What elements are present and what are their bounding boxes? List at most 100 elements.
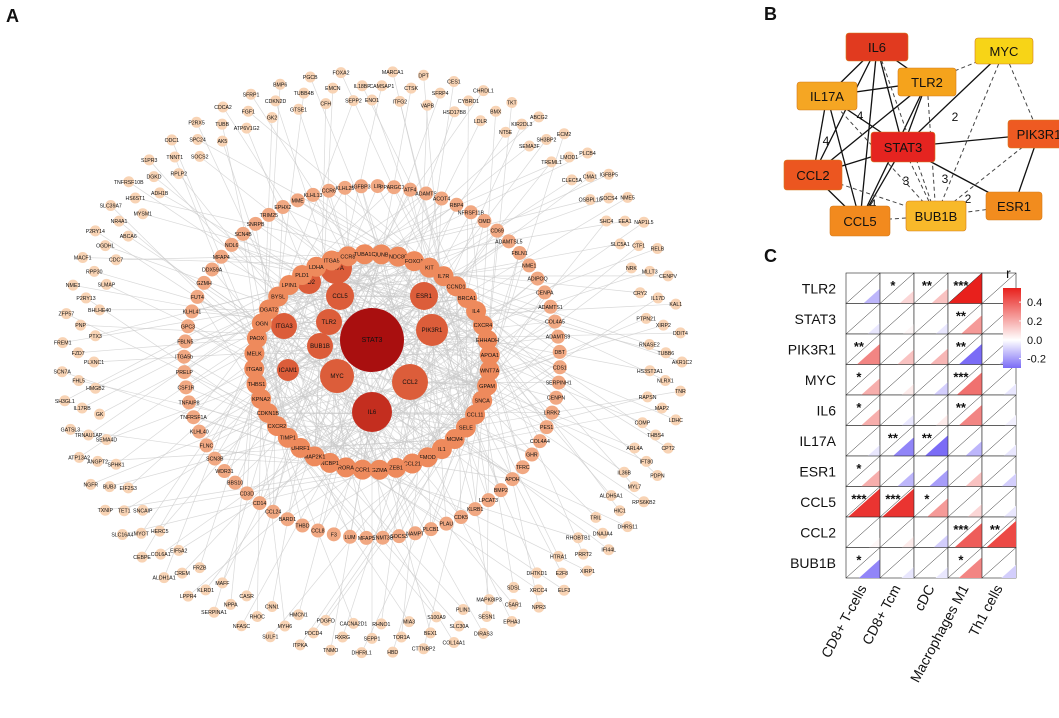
network-node-circle	[327, 82, 339, 94]
network-node-circle	[552, 360, 567, 375]
cell-diagonal	[913, 486, 949, 518]
significance-label: *	[856, 461, 862, 476]
network-node: COL14A1	[443, 636, 465, 648]
network-node-circle	[475, 115, 487, 127]
heatmap-cell: ***	[879, 486, 915, 518]
network-node-circle	[298, 87, 310, 99]
network-node: HS6ST1	[126, 192, 146, 204]
network-edge	[319, 103, 327, 347]
network-node: CAMSAP1	[369, 80, 394, 92]
network-edge	[109, 385, 488, 487]
network-node: CD69	[490, 223, 505, 238]
network-node-label: CASR	[239, 594, 254, 600]
network-node-label: BHLHE40	[88, 308, 111, 314]
network-node-circle	[224, 237, 239, 252]
cell-diagonal	[879, 394, 915, 426]
network-node-label: HS6ST1	[126, 196, 146, 202]
network-node-label: BUB3	[103, 485, 117, 491]
panel-a-network: STAT3IL6CCL2PIK3R1ESR1CCL5IL17ACD2TLR2BU…	[6, 6, 692, 659]
network-node-label: RHOC	[250, 614, 266, 620]
network-node-label: MARCA1	[382, 70, 404, 76]
ppi-node-ccl2: CCL2	[783, 159, 843, 191]
network-node-circle	[522, 258, 537, 273]
network-node-circle	[501, 234, 516, 249]
heatmap-cell: *	[845, 394, 881, 426]
heatmap-cell	[981, 303, 1017, 335]
ppi-edge-weight: 3	[942, 172, 949, 186]
cell-triangle	[867, 444, 880, 456]
network-node: SPC24	[189, 133, 206, 145]
network-node-label: RAPSN	[639, 395, 657, 401]
network-node: SULF1	[262, 631, 278, 643]
network-node-label: LDHA	[309, 265, 324, 271]
network-node: DHFRL1	[352, 647, 372, 659]
network-node: KLHL40	[190, 424, 209, 439]
network-node-label: MACF1	[74, 255, 92, 261]
network-node: CCR6	[322, 183, 336, 198]
network-node-circle	[490, 105, 502, 117]
network-node: ITGA3	[271, 313, 297, 339]
network-node-label: SOCS3	[390, 534, 408, 540]
network-node: RORA	[335, 457, 356, 478]
network-node: RAPSN	[639, 391, 657, 403]
network-node-circle	[430, 611, 442, 623]
cell-diagonal	[913, 303, 949, 335]
network-node-circle	[186, 410, 201, 425]
heatmap-cell: *	[947, 547, 983, 579]
cell-diagonal	[947, 455, 983, 487]
network-node-circle	[387, 646, 399, 658]
ppi-node-box	[974, 37, 1034, 65]
network-node-circle	[454, 509, 469, 524]
network-node-label: ITGA5b	[175, 355, 193, 361]
ppi-node-il17a: IL17A	[796, 81, 858, 111]
network-node-circle	[337, 180, 352, 195]
network-node-label: SNRPB	[247, 222, 265, 228]
network-node: CDKN2D	[265, 95, 286, 107]
network-node: MIA3	[403, 616, 415, 628]
ppi-node-label: PIK3R1	[1017, 127, 1059, 142]
network-node: ZFP57	[59, 308, 74, 320]
ppi-edge	[902, 50, 1005, 148]
cell-triangle	[882, 488, 914, 517]
network-node-circle	[242, 105, 254, 117]
heatmap-cell: *	[845, 455, 881, 487]
network-edge	[256, 383, 464, 610]
network-node: NLRX1	[657, 374, 674, 386]
network-node-label: WNT7A	[480, 369, 500, 375]
row-label: TLR2	[802, 280, 836, 296]
network-node: MYOT	[134, 527, 150, 539]
network-node-circle	[271, 313, 297, 339]
network-node-circle	[556, 567, 568, 579]
network-node-circle	[184, 304, 199, 319]
network-node-label: CLEC5A	[562, 178, 583, 184]
ppi-edge	[876, 46, 904, 148]
network-edge	[124, 297, 468, 512]
network-node-label: CDK5	[454, 515, 468, 521]
network-node-label: EIF5A2	[170, 548, 187, 554]
network-node: KAL1	[669, 298, 682, 310]
network-node-label: NAMPT	[406, 531, 425, 537]
cell-triangle	[1004, 415, 1016, 426]
network-node: TNNT1	[166, 151, 183, 163]
cell-frame	[981, 547, 1017, 579]
network-node-label: ATF4	[404, 188, 416, 194]
network-node: S1PR3	[141, 154, 157, 166]
network-node-label: SCN3B	[206, 457, 224, 463]
network-node: TUBA1C	[354, 244, 375, 265]
network-node-label: LPCAT3	[479, 498, 498, 504]
heatmap-cell: *	[913, 486, 949, 518]
network-node-label: IL6	[368, 410, 377, 416]
cell-diagonal	[947, 486, 983, 518]
network-node: KLRB1	[467, 502, 483, 517]
network-node-circle	[246, 374, 267, 395]
network-node-circle	[261, 207, 276, 222]
network-node-label: HERC5	[151, 529, 169, 535]
network-node-label: BMP2	[494, 488, 508, 494]
network-node-circle	[582, 147, 594, 159]
network-node-label: PIK3R1	[422, 328, 443, 334]
network-node-circle	[356, 80, 368, 92]
network-node-circle	[137, 208, 149, 220]
cell-frame	[981, 486, 1017, 518]
cell-frame	[913, 364, 949, 396]
network-node: ARL4A	[626, 442, 643, 454]
